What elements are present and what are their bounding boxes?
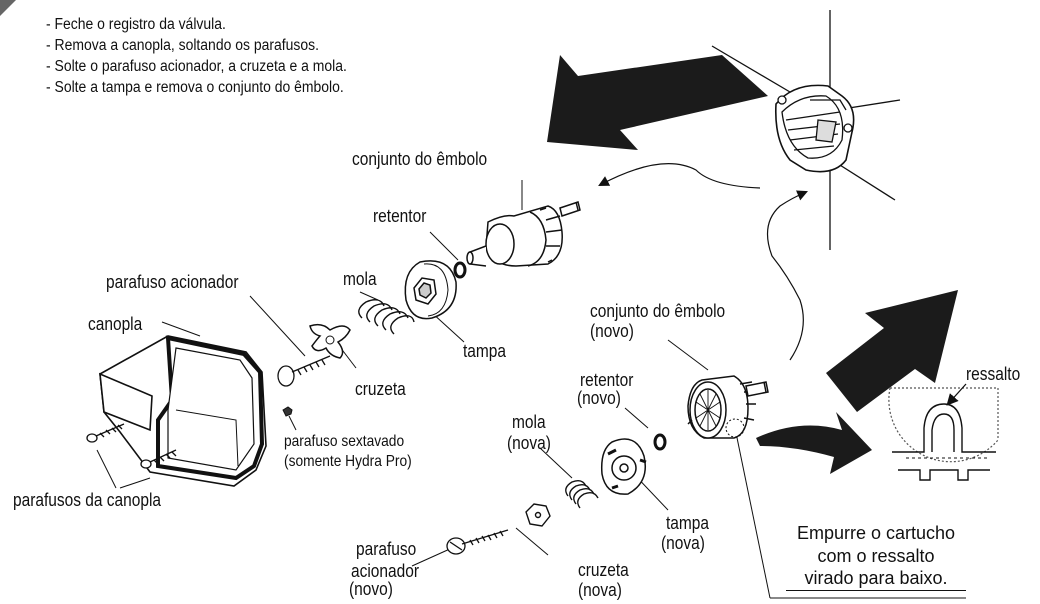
label-cross-handle: cruzeta [355, 379, 406, 399]
cover-screws [86, 423, 177, 469]
label-new-cross-2: (nova) [578, 580, 622, 600]
label-new-plunger-2: (novo) [590, 321, 634, 341]
label-o-ring: retentor [373, 206, 427, 226]
install-path-arrow [766, 190, 808, 361]
cap-nut [404, 260, 457, 320]
note-line: virado para baixo. [786, 567, 966, 591]
valve-body-in-wall [711, 10, 901, 250]
installation-note: Empurre o cartucho com o ressalto virado… [786, 522, 966, 591]
label-hex-screw-2: (somente Hydra Pro) [284, 453, 412, 470]
actuator-screw [277, 355, 331, 387]
label-cap-nut: tampa [463, 341, 507, 361]
label-new-plunger-1: conjunto do êmbolo [590, 301, 726, 321]
label-hex-screw-1: parafuso sextavado [284, 433, 405, 450]
spring [358, 299, 415, 335]
new-spring [565, 479, 599, 509]
label-new-actuator-2: acionador [351, 561, 419, 581]
detail-zoom [888, 383, 999, 490]
cover-plate [99, 335, 267, 487]
label-new-actuator-3: (novo) [349, 579, 393, 599]
instruction-list: Feche o registro da válvula. Remova a ca… [46, 14, 347, 98]
label-new-spring-2: (nova) [507, 433, 551, 453]
removal-direction-arrow [547, 55, 768, 150]
corner-mark [0, 0, 16, 16]
insertion-direction-arrow [826, 290, 958, 412]
label-new-cross-1: cruzeta [578, 560, 629, 580]
label-new-cap-1: tampa [666, 513, 710, 533]
push-curved-arrow [756, 412, 872, 474]
label-new-spring-1: mola [512, 412, 546, 432]
label-plunger-assembly: conjunto do êmbolo [352, 149, 488, 169]
label-new-cap-2: (nova) [661, 533, 705, 553]
label-actuator-screw: parafuso acionador [106, 272, 239, 292]
instruction-step: Solte a tampa e remova o conjunto do êmb… [46, 77, 347, 98]
new-plunger-assembly [687, 375, 769, 439]
label-new-o-ring-1: retentor [580, 370, 634, 390]
new-actuator-screw [446, 529, 509, 555]
label-new-actuator-1: parafuso [356, 539, 417, 559]
new-cross-handle [525, 503, 551, 527]
label-cover-plate: canopla [88, 314, 143, 334]
o-ring [453, 261, 467, 279]
label-ressalto: ressalto [966, 364, 1021, 384]
instruction-step: Feche o registro da válvula. [46, 14, 347, 35]
label-spring: mola [343, 269, 377, 289]
new-o-ring [653, 433, 667, 451]
instruction-step: Remova a canopla, soltando os parafusos. [46, 35, 347, 56]
removal-path-arrow [598, 163, 761, 189]
note-line: Empurre o cartucho [796, 523, 956, 543]
plunger-assembly [466, 201, 581, 267]
instruction-step: Solte o parafuso acionador, a cruzeta e … [46, 56, 347, 77]
note-line: com o ressalto [817, 545, 935, 566]
hex-screw [282, 406, 293, 417]
label-new-o-ring-2: (novo) [577, 388, 621, 408]
new-cap [600, 438, 647, 495]
label-cover-screws: parafusos da canopla [13, 490, 162, 510]
